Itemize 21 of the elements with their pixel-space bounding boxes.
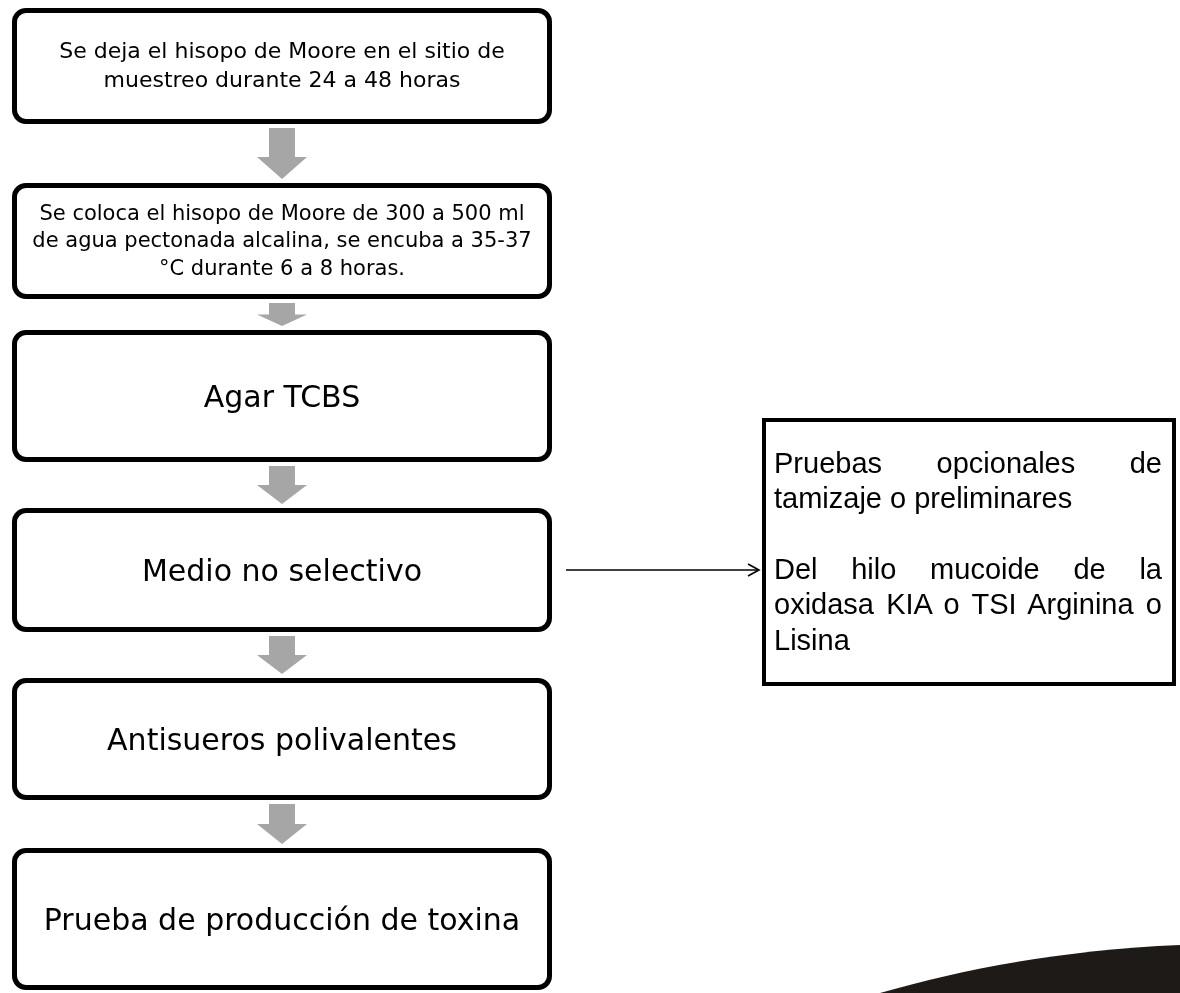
block-arrow [257,636,307,674]
note-box [762,418,1176,686]
process-box [12,848,552,990]
process-box [12,508,552,632]
step-text: Agar TCBS [203,377,361,416]
block-arrow [257,466,307,504]
process-box [12,8,552,124]
process-box [12,330,552,462]
process-box [12,678,552,800]
block-arrow [257,804,307,844]
arrow [565,563,760,577]
step-text: Antisueros polivalentes [107,720,457,759]
process-box [12,183,552,299]
step-text: Prueba de producción de toxina [43,900,521,939]
step-text: Pruebas opcionales de tamizaje o preliminares [774,446,1162,517]
block-arrow [257,128,307,179]
step-text: Del hilo mucoide de la oxidasa KIA o TSI Arginina o Lisina [774,551,1162,658]
block-arrow [257,303,307,326]
step-text: Se coloca el hisopo de Moore de 300 a 500 ml de agua pectonada alcalina, se encuba a 35-37 °C durante 6 a 8 horas. [31,200,533,282]
step-text: Se deja el hisopo de Moore en el sitio de muestreo durante 24 a 48 horas [58,37,506,94]
step-text: Medio no selectivo [141,551,423,590]
